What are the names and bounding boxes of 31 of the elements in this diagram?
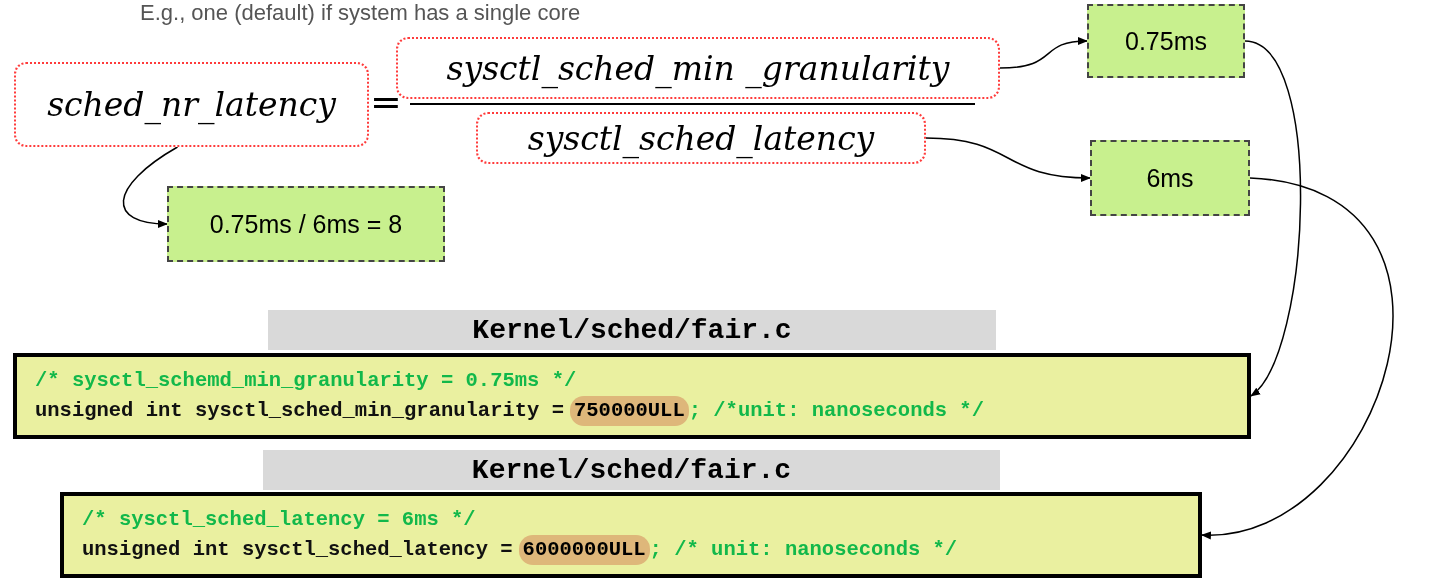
value-text: 0.75ms	[1125, 26, 1207, 56]
code-comment: /* sysctl_schemd_min_granularity = 0.75ms */	[35, 368, 577, 394]
formula-term: sched_nr_latency	[47, 85, 336, 124]
arrow	[1244, 40, 1302, 397]
highlighted-value: 750000ULL	[570, 396, 689, 426]
value-box	[1087, 4, 1245, 78]
code-comment: ; /* unit: nanoseconds */	[649, 537, 958, 563]
arrow	[999, 37, 1088, 69]
file-name-header: Kernel/sched/fair.c	[268, 310, 996, 350]
code-text: unsigned int sysctl_sched_min_granularity =	[35, 398, 564, 424]
code-block	[13, 353, 1251, 439]
code-text: unsigned int sysctl_sched_latency =	[82, 537, 513, 563]
note-text: E.g., one (default) if system has a single core	[140, 0, 581, 26]
arrow	[1201, 177, 1394, 538]
value-text: 0.75ms / 6ms = 8	[209, 209, 403, 239]
equals-sign: =	[370, 80, 402, 124]
file-name-header: Kernel/sched/fair.c	[263, 450, 1000, 490]
value-box	[167, 186, 445, 262]
arrow	[925, 137, 1091, 182]
formula-term: sysctl_sched_latency	[527, 118, 875, 158]
code-comment: /* sysctl_sched_latency = 6ms */	[82, 507, 476, 533]
formula-term-box	[396, 37, 1000, 99]
formula-term: sysctl_sched_min _granularity	[446, 48, 950, 88]
value-box	[1090, 140, 1250, 216]
arrow	[122, 146, 179, 228]
highlighted-value: 6000000ULL	[518, 535, 650, 565]
code-comment: ; /*unit: nanoseconds */	[688, 398, 984, 424]
formula-term-box	[14, 62, 369, 147]
formula-term-box	[476, 112, 926, 164]
value-text: 6ms	[1146, 163, 1194, 193]
code-block	[60, 492, 1202, 578]
